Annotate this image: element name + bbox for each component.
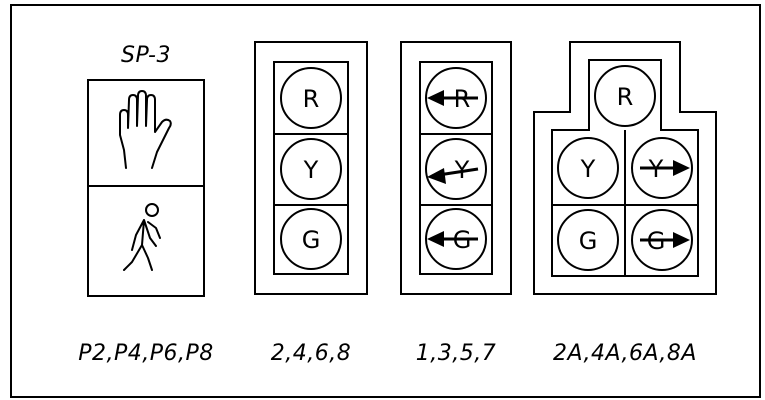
left-arrow-icon <box>427 231 478 247</box>
yellow-lens-letter: Y <box>580 155 596 183</box>
yellow-lens <box>557 137 619 199</box>
yellow-lens-letter: Y <box>303 156 319 184</box>
housing <box>273 61 349 275</box>
signal-head-cluster-label: 2A,4A,6A,8A <box>553 341 697 366</box>
signal-head-2468: R Y G 2,4,6,8 <box>254 41 368 366</box>
signal-head-2468-label: 2,4,6,8 <box>271 341 351 366</box>
diagram-frame <box>10 4 761 398</box>
signal-head-cluster: R Y G Y G 2A,4A,6A,8A <box>533 41 717 366</box>
red-arrow-lens <box>425 67 487 129</box>
green-lens <box>557 209 619 271</box>
signal-head-1357-label: 1,3,5,7 <box>416 341 496 366</box>
red-lens <box>280 67 342 129</box>
walking-person-icon <box>123 203 161 271</box>
green-right-arrow-lens <box>631 209 693 271</box>
green-lens-letter: G <box>579 227 598 255</box>
left-arrow-icon <box>427 167 479 184</box>
cluster-housing <box>551 59 699 277</box>
green-lens-letter: G <box>302 226 321 254</box>
pedestrian-signal: SP-3 P2,P4,P6,P8 <box>78 43 214 366</box>
green-arrow-lens <box>425 208 487 270</box>
yellow-arrow-lens <box>425 138 487 200</box>
signal-head-1357: R Y G 1,3,5,7 <box>400 41 512 366</box>
red-lens-letter: R <box>303 85 320 113</box>
pedestrian-housing <box>87 79 205 297</box>
housing <box>419 61 493 275</box>
red-lens-letter: R <box>617 83 634 111</box>
pedestrian-signal-id: SP-3 <box>121 43 171 68</box>
pedestrian-signal-label: P2,P4,P6,P8 <box>78 341 214 366</box>
left-arrow-icon <box>427 90 478 106</box>
right-arrow-icon <box>640 232 690 248</box>
yellow-lens <box>280 138 342 200</box>
cluster-backplate <box>533 41 717 295</box>
backplate <box>400 41 512 295</box>
red-lens <box>594 65 656 127</box>
backplate <box>254 41 368 295</box>
right-arrow-icon <box>640 160 690 176</box>
hand-icon <box>119 90 172 169</box>
yellow-right-arrow-lens <box>631 137 693 199</box>
green-lens <box>280 208 342 270</box>
